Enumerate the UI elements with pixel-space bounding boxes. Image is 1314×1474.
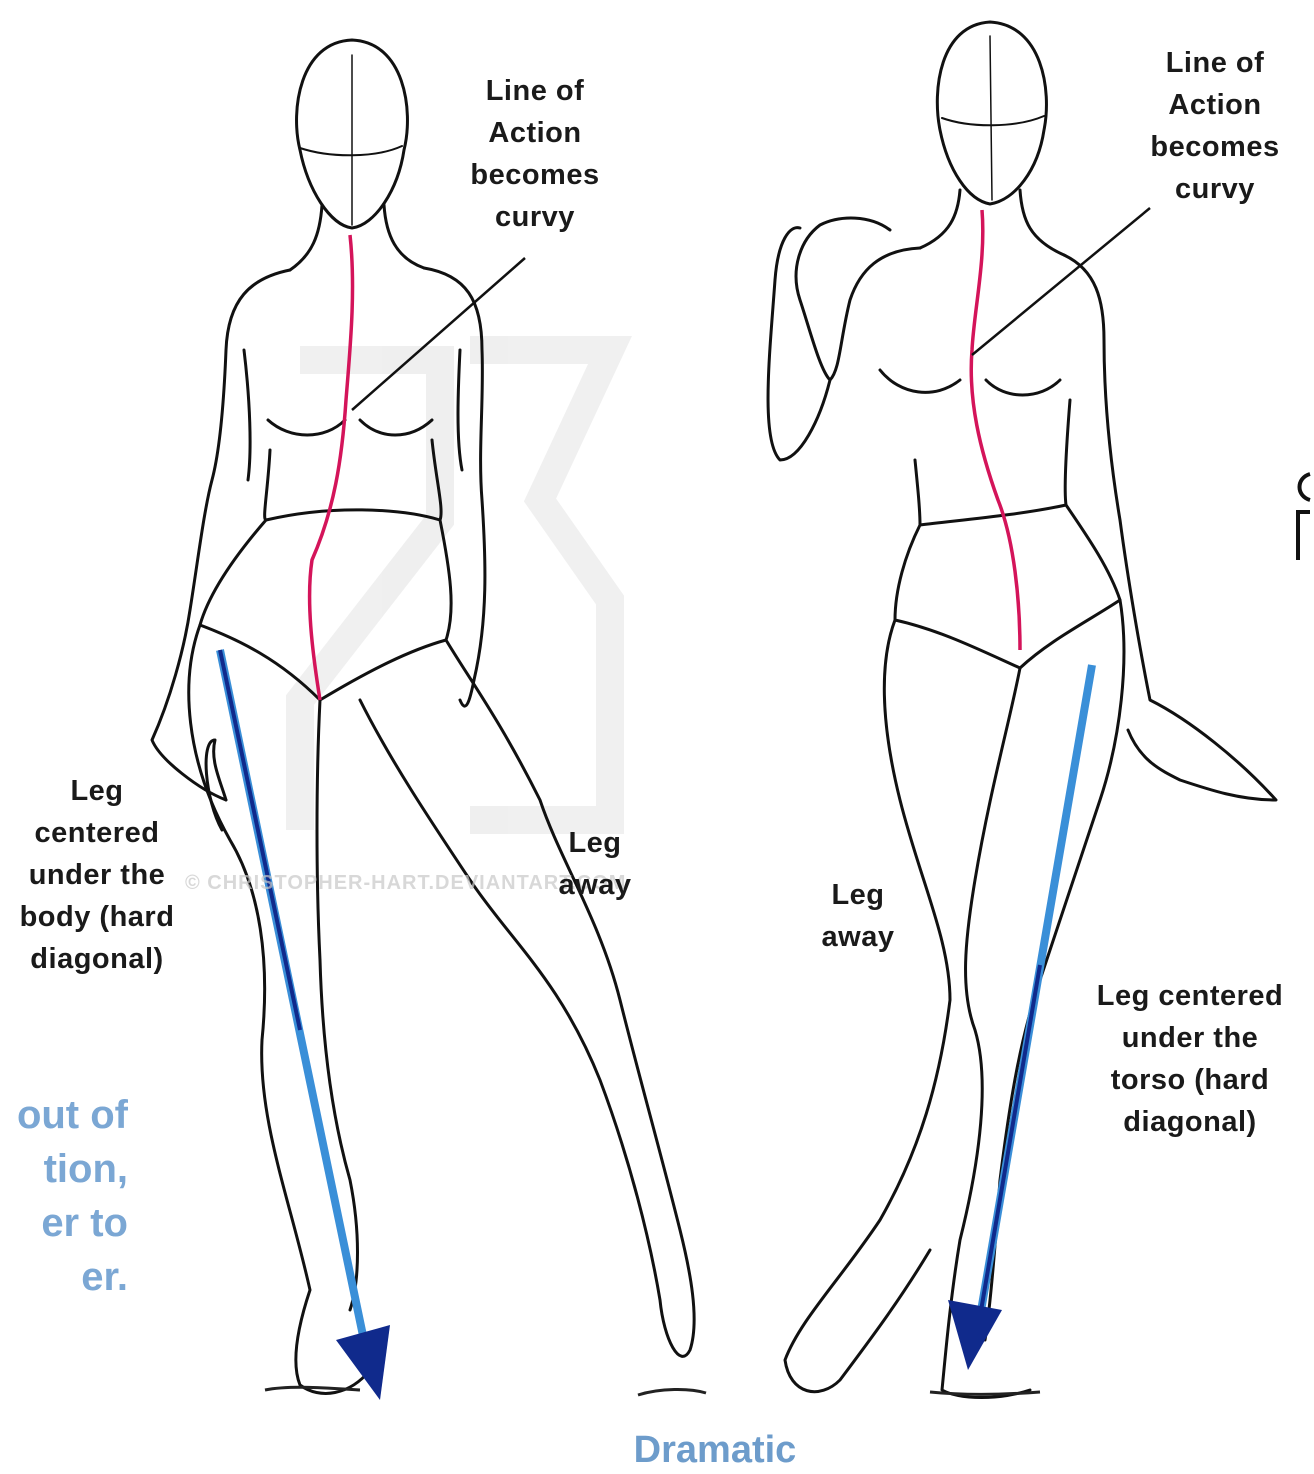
right-line-of-action-label: Line of Action becomes curvy (1135, 42, 1295, 210)
watermark-logo (300, 350, 610, 830)
right-figure (768, 22, 1276, 1398)
right-leg-away-label: Leg away (808, 874, 908, 958)
left-leg-away-label: Leg away (545, 822, 645, 906)
figure-caption: Dramatic (590, 1428, 840, 1472)
cropped-side-text: out of tion, er to er. (0, 1088, 128, 1304)
right-leg-centered-label: Leg centered under the torso (hard diago… (1090, 975, 1290, 1143)
left-line-of-action-label: Line of Action becomes curvy (455, 70, 615, 238)
left-leg-centered-label: Leg centered under the body (hard diagon… (12, 770, 182, 980)
cropped-glyph-fragment (1292, 470, 1314, 570)
right-leader-line (972, 208, 1150, 355)
right-line-of-action (971, 210, 1020, 650)
